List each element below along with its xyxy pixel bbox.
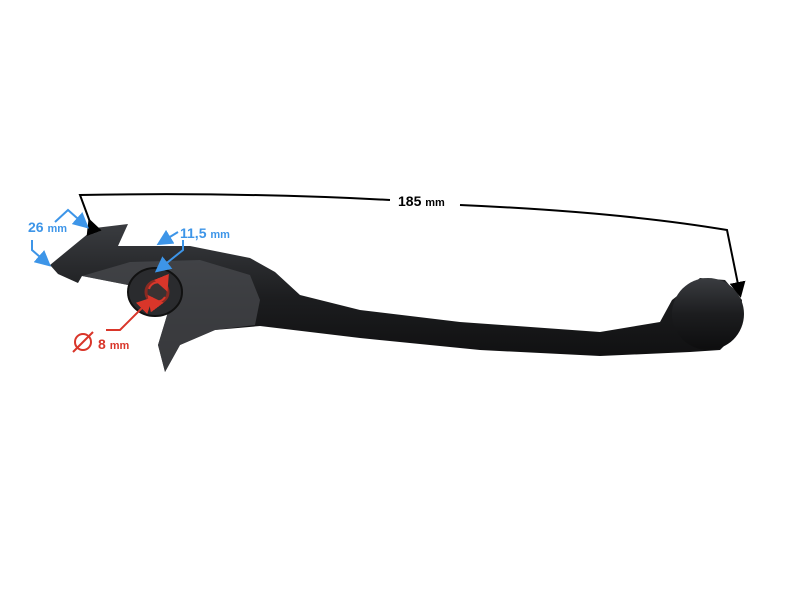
length-dimension: 185 mm — [78, 193, 746, 298]
svg-text:11,5 mm: 11,5 mm — [180, 225, 230, 241]
length-value: 185 — [398, 193, 422, 209]
lever-side-face — [82, 260, 260, 372]
bore-diameter-unit: mm — [110, 340, 130, 352]
bore-wall-unit: mm — [210, 229, 230, 241]
width-dimension: 26 mm — [28, 208, 89, 267]
svg-text:8 mm: 8 mm — [98, 336, 129, 352]
width-value: 26 — [28, 219, 44, 235]
length-unit: mm — [425, 197, 445, 209]
width-unit: mm — [47, 223, 67, 235]
bore-diameter-dimension: 8 mm — [72, 273, 169, 353]
lever-ball-end — [672, 278, 744, 350]
lever-body — [50, 224, 742, 372]
bore-wall-value: 11,5 — [180, 225, 207, 241]
bore-wall-dimension: 11,5 mm — [154, 225, 230, 273]
svg-text:26 mm: 26 mm — [28, 219, 67, 235]
brake-lever — [50, 224, 744, 372]
bore-diameter-value: 8 — [98, 336, 106, 352]
svg-text:185 mm: 185 mm — [398, 193, 445, 209]
diameter-icon — [74, 333, 92, 351]
